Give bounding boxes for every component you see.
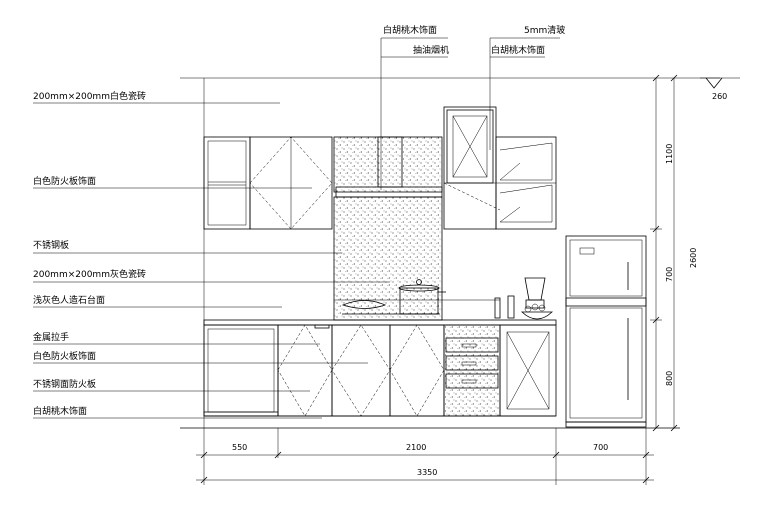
label-clear-glass: 5mm清玻 [524, 24, 565, 36]
dim-700: 700 [593, 443, 608, 452]
dim-2100: 2100 [406, 443, 426, 452]
label-walnut-top: 白胡桃木饰面 [383, 24, 437, 36]
right-dimensions: 1100 700 800 2600 260 [650, 74, 740, 432]
dim-1100: 1100 [665, 144, 674, 164]
label-artificial-stone-top: 浅灰色人造石台面 [33, 294, 105, 306]
label-walnut-right: 白胡桃木饰面 [491, 44, 545, 56]
label-white-fireproof-board-upper: 白色防火板饰面 [33, 175, 96, 187]
label-white-tile: 200mm×200mm白色瓷砖 [33, 90, 146, 102]
backsplash [333, 196, 500, 321]
dim-260: 260 [712, 92, 727, 101]
label-white-fireproof-board-lower: 白色防火板饰面 [33, 350, 96, 362]
dim-700-vertical: 700 [665, 267, 674, 282]
dim-3350: 3350 [417, 468, 437, 477]
label-walnut-plinth: 白胡桃木饰面 [33, 405, 87, 417]
dim-2600: 2600 [689, 248, 698, 268]
left-labels: 200mm×200mm白色瓷砖 白色防火板饰面 不锈钢板 200mm×200mm… [33, 90, 390, 419]
label-range-hood: 抽油烟机 [413, 44, 449, 56]
dim-550: 550 [232, 443, 247, 452]
label-metal-handle: 金属拉手 [33, 331, 69, 343]
bottom-dimensions: 550 2100 700 3350 [196, 428, 654, 485]
label-grey-tile: 200mm×200mm灰色瓷砖 [33, 268, 146, 280]
dim-800: 800 [665, 371, 674, 386]
label-stainless-steel-plate: 不锈钢板 [33, 239, 69, 251]
top-labels: 白胡桃木饰面 5mm清玻 抽油烟机 白胡桃木饰面 [380, 24, 565, 190]
refrigerator [565, 235, 647, 428]
base-cabinets [203, 324, 557, 417]
label-stainless-fireproof-board: 不锈钢面防火板 [33, 378, 96, 390]
upper-cabinets [203, 106, 557, 230]
